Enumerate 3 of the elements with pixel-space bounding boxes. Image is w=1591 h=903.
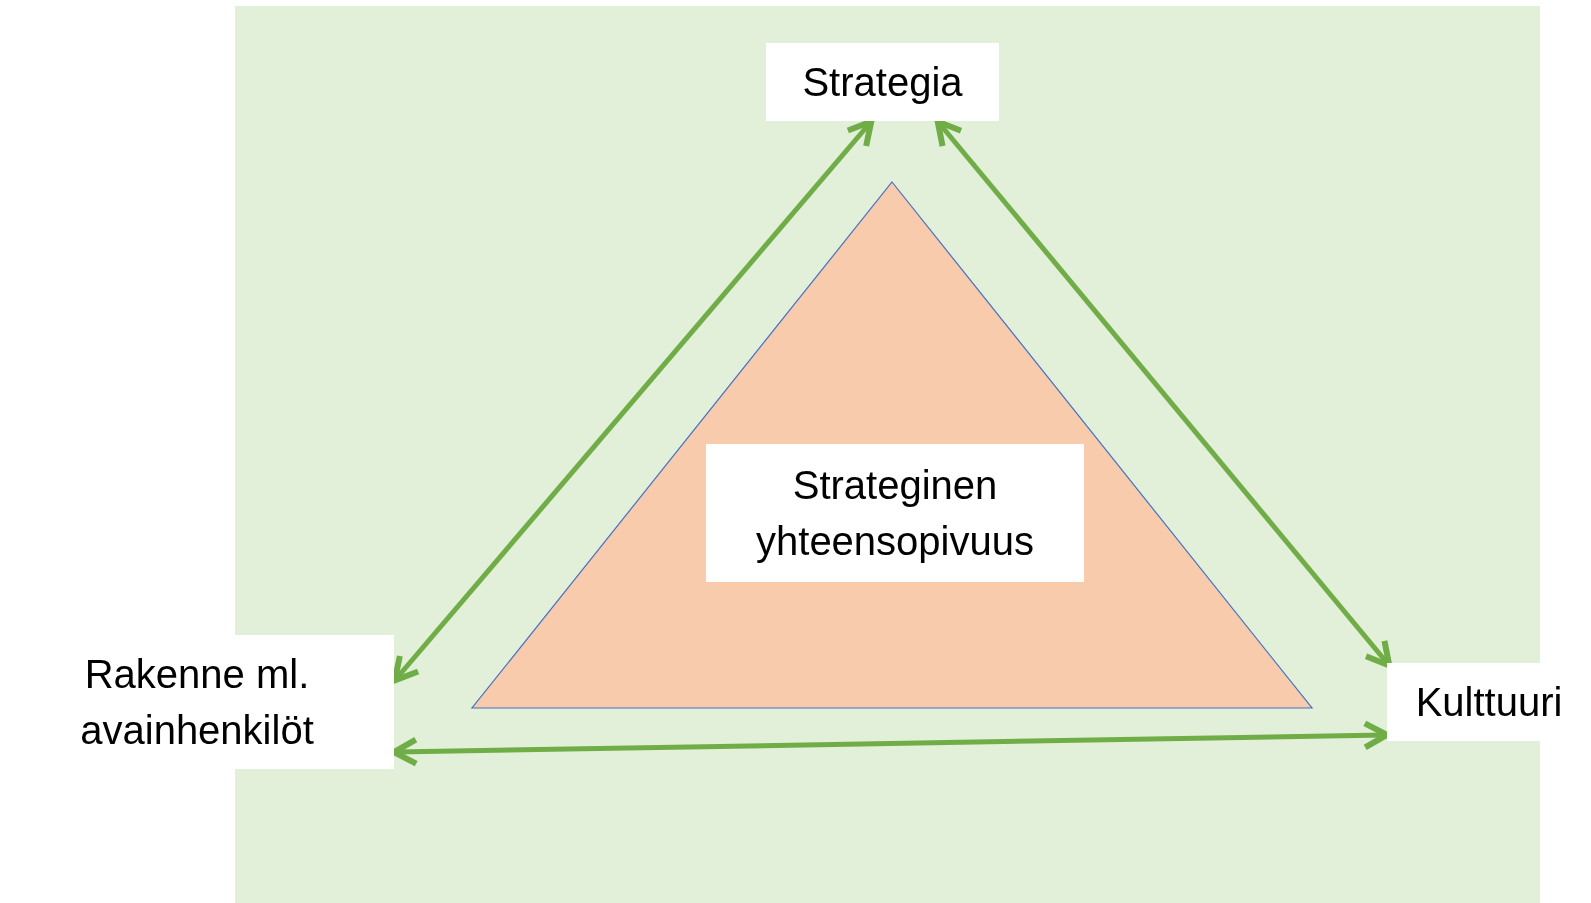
label-box: Strateginen yhteensopivuus — [706, 444, 1084, 582]
triangle-shape — [472, 182, 1312, 708]
label-box: Strategia — [766, 43, 999, 121]
